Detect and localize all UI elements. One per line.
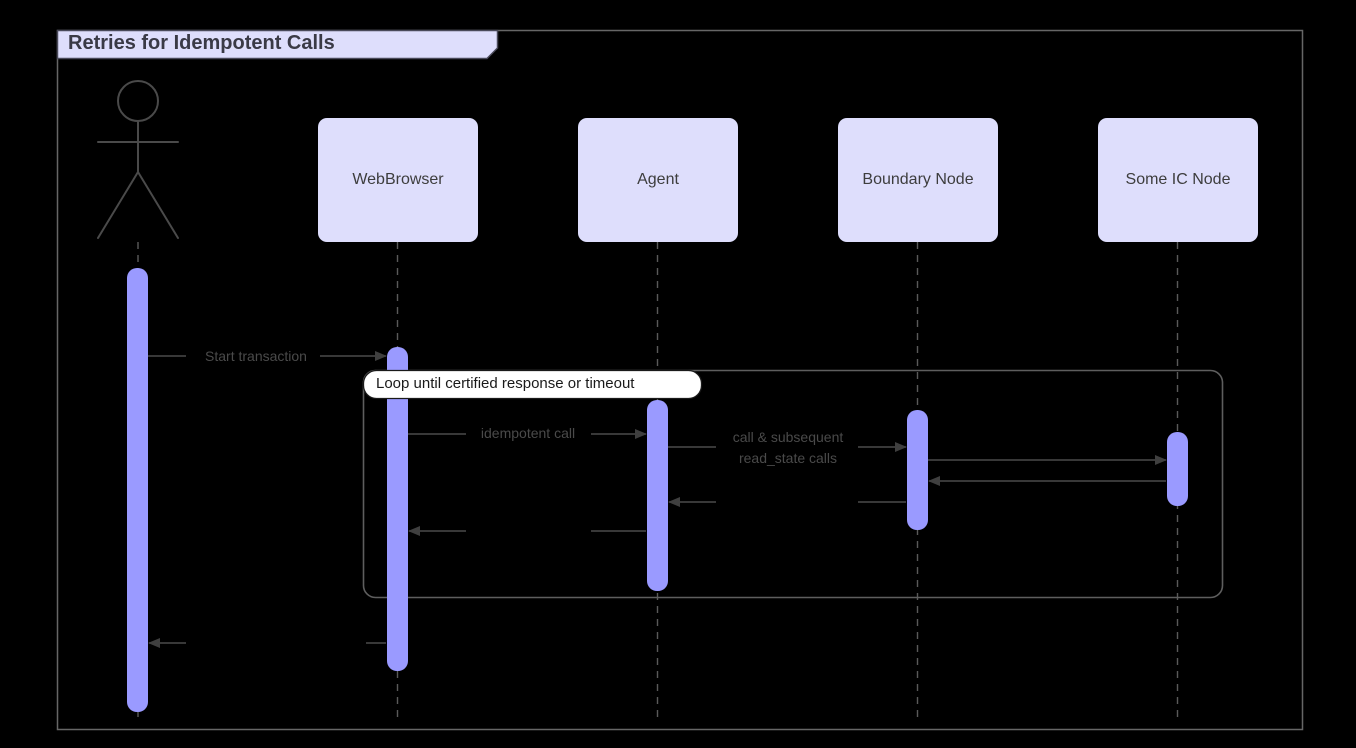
activation-bar-webbrowser [387,347,408,671]
message-label-idempotent-call: idempotent call [480,425,576,441]
participant-box-agent[interactable] [578,118,738,242]
frame-title-tab [56,29,499,60]
participant-label-some-ic-node: Some IC Node [1125,171,1231,188]
message-label-start-transaction: Start transaction [205,348,307,364]
frame-title: Retries for Idempotent Calls [68,32,335,54]
loop-fragment-label: Loop until certified response or timeout [376,375,635,392]
participant-label-boundary-node: Boundary Node [862,171,974,188]
activation-bar-actor [127,268,148,712]
participant-box-webbrowser[interactable] [318,118,478,242]
activation-bar-boundary-node [907,410,928,530]
activation-bar-some-ic-node [1167,432,1188,506]
participant-box-some-ic-node[interactable] [1098,118,1258,242]
actor-stick-figure [97,80,179,239]
loop-fragment-border [362,369,1224,599]
message-label-call-and-read-state-line1: call & subsequent [732,429,844,445]
participant-label-webbrowser: WebBrowser [352,171,444,188]
loop-label-box [362,369,703,400]
participant-box-boundary-node[interactable] [838,118,998,242]
participant-label-agent: Agent [637,171,679,188]
activation-bar-agent [647,400,668,591]
diagram-frame-border [56,29,1304,731]
message-label-call-and-read-state-line2: read_state calls [738,450,838,466]
